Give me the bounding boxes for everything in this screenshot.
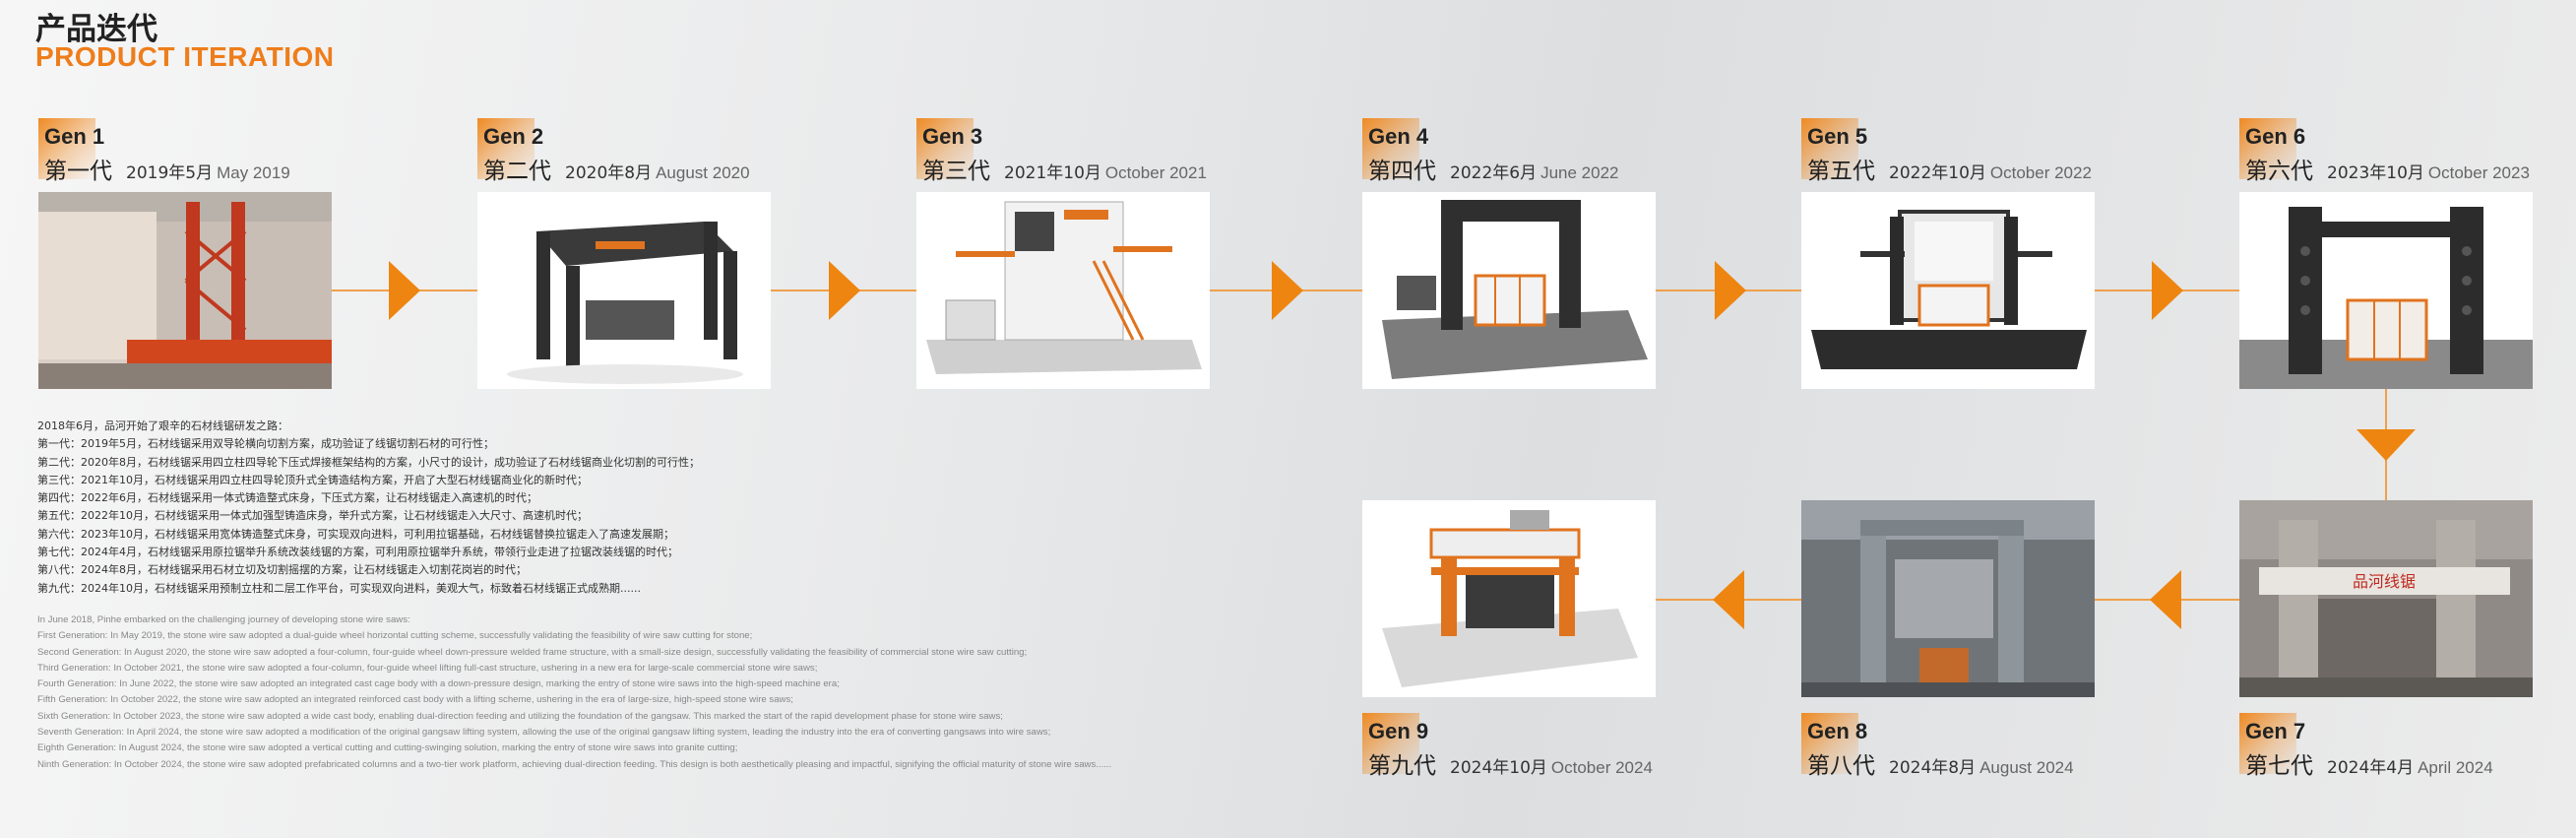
gen-date-cn: 2023年10月 [2327, 163, 2424, 183]
arrow-left-icon [2150, 570, 2181, 629]
description-cn-line: 第一代：2019年5月，石材线锯采用双导轮横向切割方案，成功验证了线锯切割石材的… [37, 437, 494, 451]
gen-cn: 第九代 [1368, 753, 1436, 779]
gen-8-photo [1801, 500, 2095, 697]
arrow-right-icon [829, 261, 860, 320]
description-cn-line: 第六代：2023年10月，石材线锯采用宽体铸造整式床身，可实现双向进料，可利用拉… [37, 527, 674, 541]
gen-date-cn: 2024年8月 [1889, 758, 1977, 778]
page-title-cn: 产品迭代 [35, 12, 157, 47]
arrow-right-icon [389, 261, 420, 320]
description-cn-line: 2018年6月，品河开始了艰辛的石材线锯研发之路： [37, 419, 288, 432]
description-en-line: In June 2018, Pinhe embarked on the chal… [37, 614, 410, 625]
gen-code: Gen 7 [2245, 719, 2306, 743]
gen-code: Gen 5 [1807, 124, 1868, 149]
description-cn: 2018年6月，品河开始了艰辛的石材线锯研发之路： 第一代：2019年5月，石材… [37, 418, 923, 598]
description-en-line: First Generation: In May 2019, the stone… [37, 630, 753, 642]
gen-code: Gen 3 [922, 124, 983, 149]
arrow-left-icon [1713, 570, 1744, 629]
gen-code: Gen 9 [1368, 719, 1429, 743]
description-en: In June 2018, Pinhe embarked on the chal… [37, 612, 1219, 773]
gen-cn: 第七代 [2245, 753, 2313, 779]
gen-date-cn: 2024年4月 [2327, 758, 2415, 778]
gen-6-render [2239, 192, 2533, 389]
gen-cn: 第六代 [2245, 159, 2313, 184]
gen-cn: 第四代 [1368, 159, 1436, 184]
description-cn-line: 第四代：2022年6月，石材线锯采用一体式铸造整式床身，下压式方案，让石材线锯走… [37, 491, 537, 505]
description-cn-line: 第七代：2024年4月，石材线锯采用原拉锯举升系统改装线锯的方案，可利用原拉锯举… [37, 546, 678, 559]
description-en-line: Fifth Generation: In October 2022, the s… [37, 694, 793, 706]
gen-date-en: October 2021 [1104, 163, 1207, 182]
gen-date-cn: 2021年10月 [1004, 163, 1101, 183]
gen-date-cn: 2019年5月 [126, 163, 214, 183]
gen-date-en: April 2024 [2418, 758, 2493, 777]
gen-9-render [1362, 500, 1656, 697]
gen-cn: 第八代 [1807, 753, 1875, 779]
description-en-line: Sixth Generation: In October 2023, the s… [37, 710, 1003, 722]
description-cn-line: 第三代：2021年10月，石材线锯采用四立柱四导轮顶升式全铸造结构方案，开启了大… [37, 473, 588, 486]
gen-date-cn: 2024年10月 [1450, 758, 1547, 778]
description-en-line: Fourth Generation: In June 2022, the sto… [37, 678, 840, 690]
description-en-line: Second Generation: In August 2020, the s… [37, 646, 1028, 658]
gen-code: Gen 1 [44, 124, 105, 149]
gen-cn: 第五代 [1807, 159, 1875, 184]
gen-code: Gen 8 [1807, 719, 1868, 743]
gen-date-cn: 2020年8月 [565, 163, 653, 183]
arrow-down-icon [2356, 429, 2416, 461]
gen-7-banner: 品河线锯 [2353, 572, 2416, 591]
gen-3-render [916, 192, 1210, 389]
gen-2-render [477, 192, 771, 389]
gen-code: Gen 6 [2245, 124, 2306, 149]
description-en-line: Ninth Generation: In October 2024, the s… [37, 758, 1112, 770]
gen-4-render [1362, 192, 1656, 389]
gen-date-en: August 2024 [1979, 758, 2074, 777]
gen-7-photo: 品河线锯 [2239, 500, 2533, 697]
description-en-line: Eighth Generation: In August 2024, the s… [37, 742, 738, 754]
gen-code: Gen 2 [483, 124, 544, 149]
description-cn-line: 第八代：2024年8月，石材线锯采用石材立切及切割摇摆的方案，让石材线锯走入切割… [37, 563, 527, 577]
gen-date-en: June 2022 [1540, 163, 1619, 182]
gen-date-cn: 2022年6月 [1450, 163, 1538, 183]
gen-1-photo [38, 192, 332, 389]
gen-cn: 第一代 [44, 159, 112, 184]
gen-cn: 第三代 [922, 159, 990, 184]
description-cn-line: 第九代：2024年10月，石材线锯采用预制立柱和二层工作平台，可实现双向进料，美… [37, 581, 641, 595]
page-title-en: PRODUCT ITERATION [35, 41, 335, 72]
arrow-right-icon [2152, 261, 2183, 320]
gen-code: Gen 4 [1368, 124, 1429, 149]
description-cn-line: 第二代：2020年8月，石材线锯采用四立柱四导轮下压式焊接框架结构的方案，小尺寸… [37, 455, 700, 469]
arrow-right-icon [1715, 261, 1746, 320]
description-en-line: Third Generation: In October 2021, the s… [37, 662, 818, 674]
gen-5-render [1801, 192, 2095, 389]
description-cn-line: 第五代：2022年10月，石材线锯采用一体式加强型铸造床身，举升式方案，让石材线… [37, 509, 588, 523]
gen-date-en: October 2024 [1550, 758, 1653, 777]
gen-date-en: October 2022 [1989, 163, 2092, 182]
gen-date-en: August 2020 [656, 163, 750, 182]
gen-date-cn: 2022年10月 [1889, 163, 1986, 183]
arrow-right-icon [1272, 261, 1303, 320]
gen-date-en: October 2023 [2427, 163, 2530, 182]
description-en-line: Seventh Generation: In April 2024, the s… [37, 727, 1051, 739]
gen-cn: 第二代 [483, 159, 551, 184]
gen-date-en: May 2019 [217, 163, 290, 182]
